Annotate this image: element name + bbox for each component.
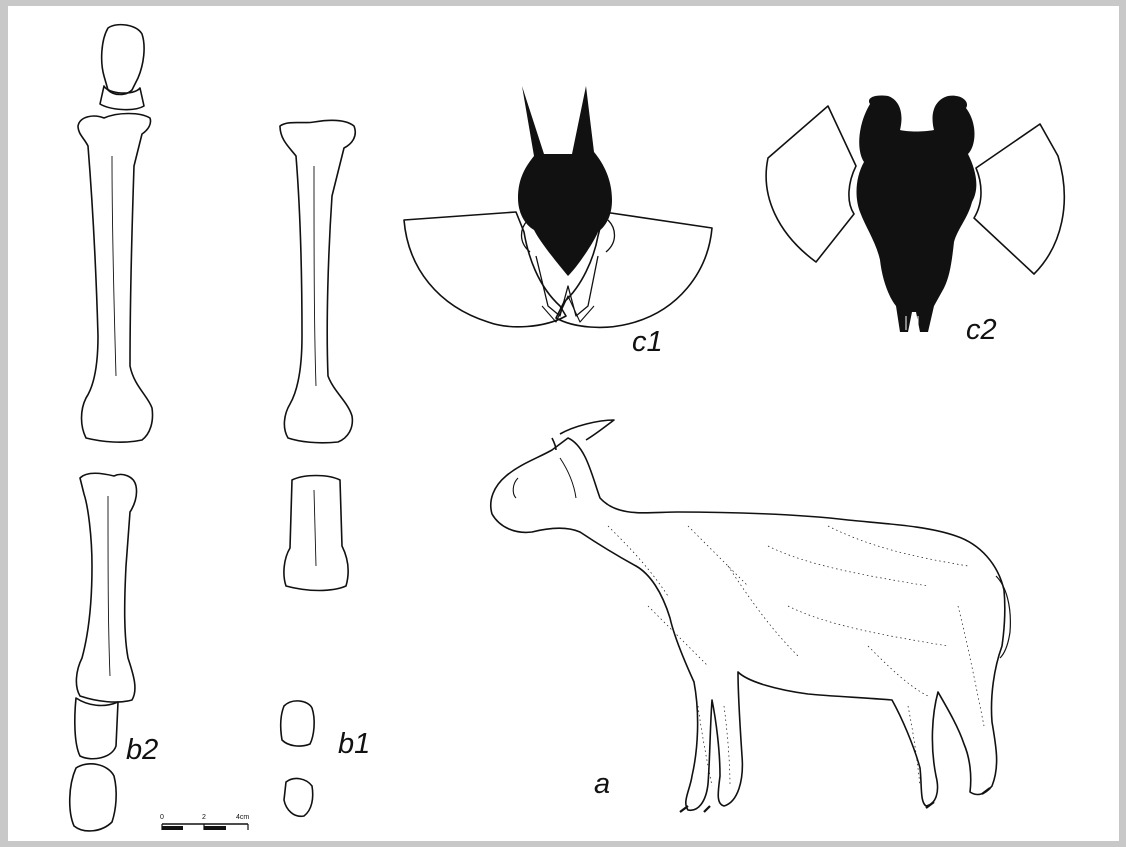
scale-tick-2: 2 xyxy=(202,814,206,821)
figure-plate: c1 c2 b2 b1 a 0 2 4cm xyxy=(8,6,1119,841)
c2-skull-silhouette xyxy=(857,95,977,332)
label-b2: b2 xyxy=(126,736,158,765)
scale-tick-4cm: 4cm xyxy=(236,814,249,821)
label-c1: c1 xyxy=(632,328,663,357)
scale-tick-0: 0 xyxy=(160,814,164,821)
label-b1: b1 xyxy=(338,730,370,759)
scale-bar xyxy=(162,824,248,830)
b2-long-bone-upper xyxy=(78,25,153,443)
b1-long-bone-upper xyxy=(280,120,355,443)
label-a: a xyxy=(594,770,610,799)
b2-metapodial xyxy=(70,473,137,831)
label-c2: c2 xyxy=(966,316,997,345)
a-goat-reconstruction xyxy=(491,420,1011,812)
b1-small-bones xyxy=(281,701,314,816)
b1-metapodial-fragment xyxy=(284,476,348,591)
c1-skull-silhouette xyxy=(518,86,612,276)
figure-drawing xyxy=(8,6,1119,841)
